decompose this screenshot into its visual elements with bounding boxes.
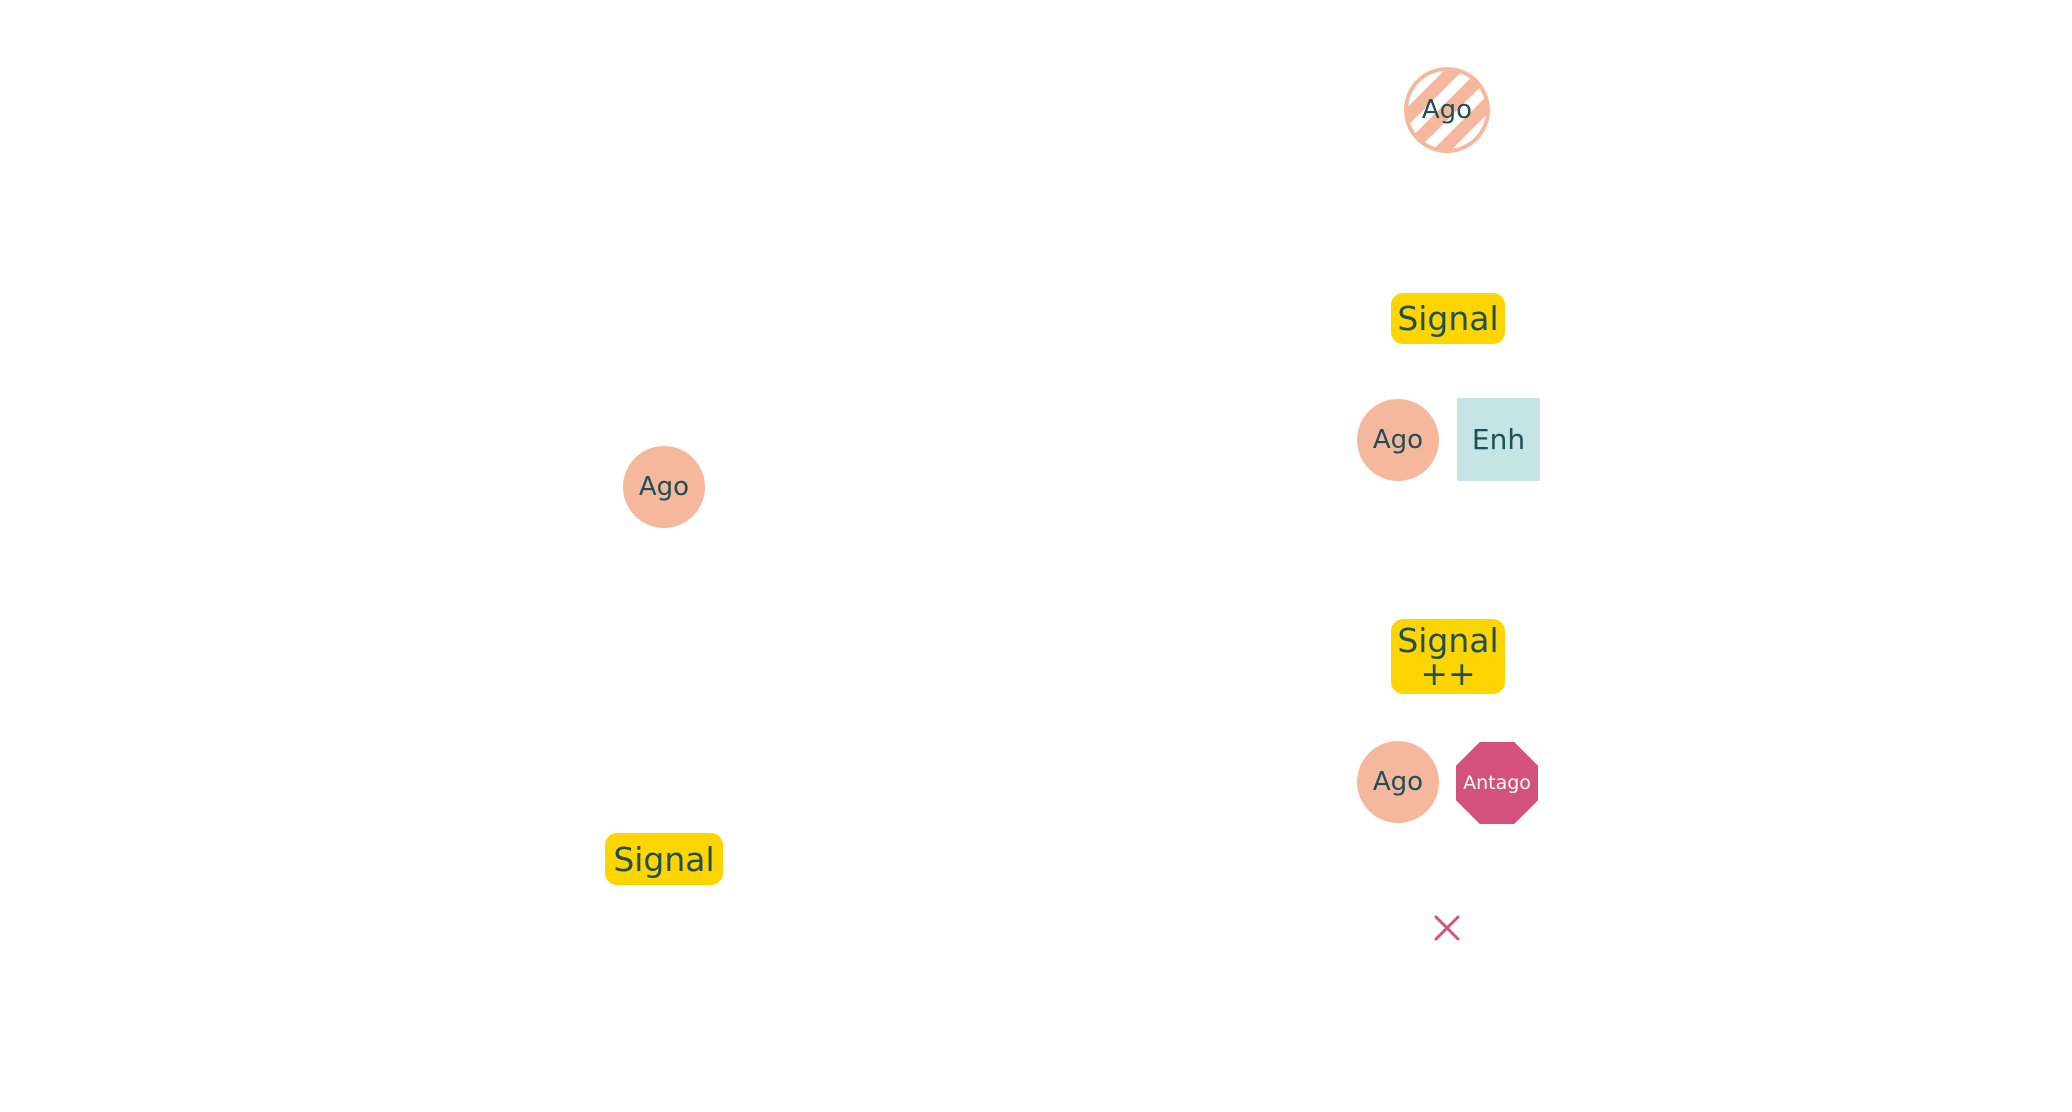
enhanced-signal-label: Signal — [1397, 620, 1499, 660]
agonist-label: Ago — [1372, 425, 1424, 455]
blocked-signal-x-icon — [1434, 915, 1460, 941]
enhanced-signal-node: Signal ++ — [1391, 619, 1505, 694]
enhancer-label: Enh — [1471, 423, 1526, 456]
enhanced-signal-plus: ++ — [1420, 653, 1476, 693]
partial-agonist-node: Ago — [1404, 67, 1490, 153]
signal-label: Signal — [613, 839, 715, 879]
antagonist-node: Antago — [1456, 742, 1538, 824]
agonist-node-with-antagonist: Ago — [1357, 741, 1439, 823]
partial-agonist-label: Ago — [1421, 95, 1473, 125]
enhancer-node: Enh — [1457, 398, 1540, 481]
agonist-label: Ago — [638, 472, 690, 502]
signal-node: Signal — [605, 833, 723, 885]
agonist-label: Ago — [1372, 767, 1424, 797]
agonist-node-with-enhancer: Ago — [1357, 399, 1439, 481]
agonist-node: Ago — [623, 446, 705, 528]
antagonist-label: Antago — [1463, 772, 1531, 794]
signal-node-right: Signal — [1391, 293, 1505, 344]
signal-label-right: Signal — [1397, 299, 1499, 338]
x-icon — [1434, 915, 1460, 941]
